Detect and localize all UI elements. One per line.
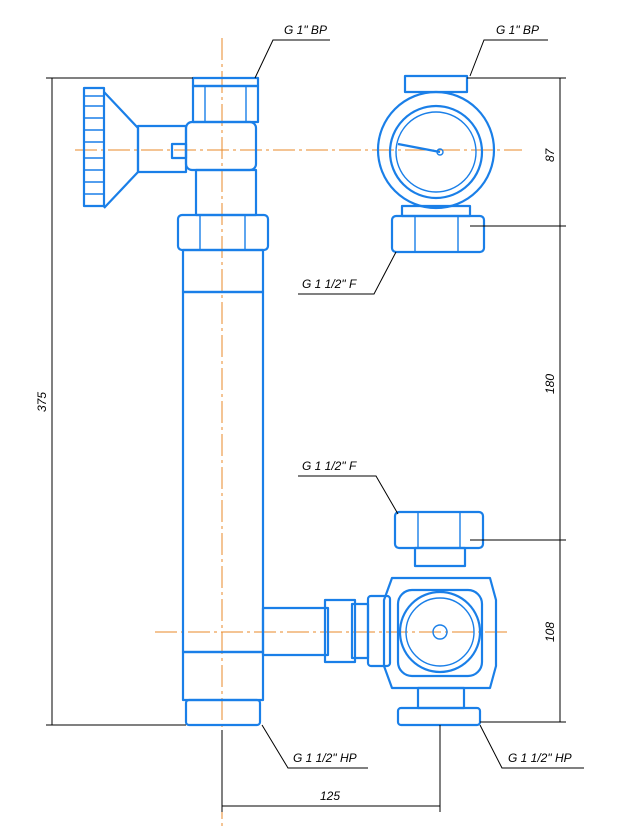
- label-bottom-left-thread: G 1 1/2" НР: [293, 751, 357, 765]
- mixing-valve-front-view: [382, 510, 498, 727]
- dim-top-section: 87: [543, 147, 557, 162]
- label-top-left-thread: G 1" ВР: [284, 23, 327, 37]
- dim-bottom-section: 108: [543, 622, 557, 642]
- dim-total-height: 375: [35, 392, 49, 412]
- dim-middle-section: 180: [543, 374, 557, 394]
- dim-horizontal-offset: 125: [320, 789, 340, 803]
- label-lower-side-thread: G 1 1/2" F: [302, 459, 357, 473]
- dimension-lines: [46, 39, 584, 812]
- label-top-right-thread: G 1" ВР: [496, 23, 539, 37]
- label-bottom-right-thread: G 1 1/2" НР: [508, 751, 572, 765]
- gauge-valve-front-view: [376, 74, 496, 254]
- left-side-view: [82, 76, 392, 727]
- centerlines: [75, 38, 522, 828]
- label-upper-side-thread: G 1 1/2" F: [302, 277, 357, 291]
